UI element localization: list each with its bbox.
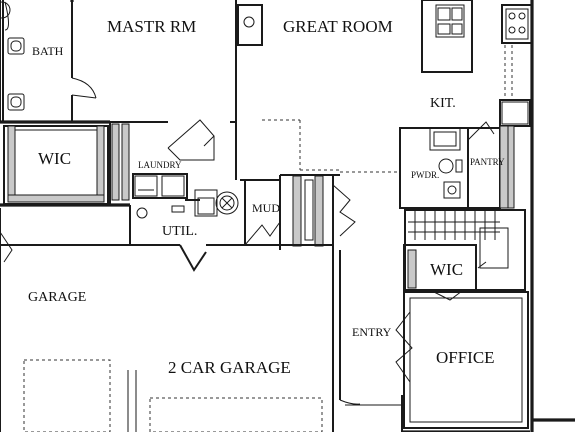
room-label-kitchen: KIT.	[430, 96, 456, 111]
room-label-master: MASTR RM	[107, 17, 196, 36]
master-wic	[3, 125, 109, 205]
laundry-util	[109, 122, 246, 272]
room-label-office-wic: WIC	[430, 260, 463, 279]
room-label-bath: BATH	[32, 44, 64, 58]
room-label-garage: GARAGE	[28, 290, 86, 305]
room-label-powder: PWDR.	[411, 170, 439, 180]
mud-room	[244, 174, 356, 250]
pantry-powder	[300, 121, 515, 209]
great-room-kitchen	[235, 0, 533, 180]
room-label-office: OFFICE	[436, 348, 495, 367]
bath-area	[0, 0, 97, 122]
garage	[0, 208, 334, 432]
stairs	[404, 209, 526, 291]
room-label-laundry: LAUNDRY	[138, 160, 182, 170]
entry	[339, 250, 403, 432]
room-label-master-wic: WIC	[38, 149, 71, 168]
room-label-two-car-garage: 2 CAR GARAGE	[168, 358, 291, 377]
room-label-pantry: PANTRY	[470, 157, 505, 167]
room-label-entry: ENTRY	[352, 325, 392, 339]
room-label-great-room: GREAT ROOM	[283, 17, 393, 36]
office	[395, 291, 529, 429]
room-label-mud: MUD	[252, 201, 280, 215]
room-label-util: UTIL.	[162, 224, 197, 239]
